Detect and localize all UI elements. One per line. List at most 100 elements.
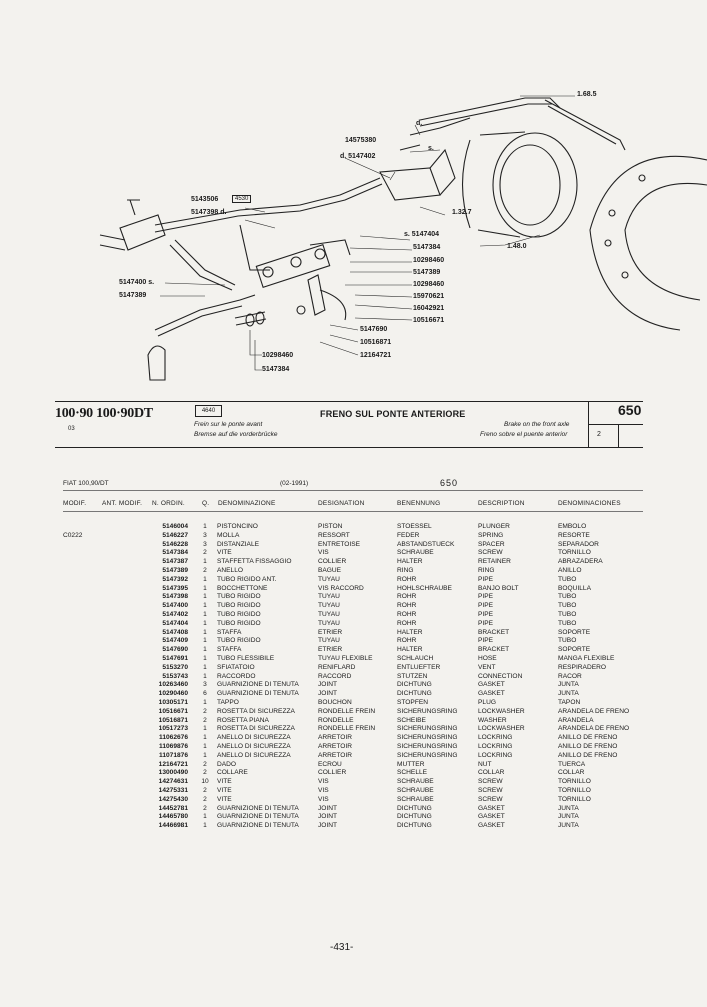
cell-name-fr: RONDELLE xyxy=(318,716,354,724)
cell-name-de: SICHERUNGSRING xyxy=(397,725,458,733)
cell-quantity: 1 xyxy=(203,751,207,759)
cell-name-de: HALTER xyxy=(397,628,423,636)
cell-part-number: 5147392 xyxy=(162,575,188,583)
callout-label: 5147690 xyxy=(360,326,388,333)
cell-name-it: MOLLA xyxy=(217,531,240,539)
cell-name-de: RING xyxy=(397,566,414,574)
callout-label: 10298460 xyxy=(413,257,445,264)
brake-line-diagram xyxy=(99,95,707,381)
cell-name-it: STAFFA xyxy=(217,628,242,636)
cell-quantity: 1 xyxy=(203,646,207,654)
cell-name-de: DICHTUNG xyxy=(397,681,432,689)
cell-name-en: PIPE xyxy=(478,593,494,601)
col-header-modif: MODIF. xyxy=(63,500,87,507)
cell-name-it: TUBO RIGIDO xyxy=(217,637,261,645)
cell-part-number: 5147408 xyxy=(162,628,188,636)
cell-quantity: 3 xyxy=(203,681,207,689)
cell-name-en: GASKET xyxy=(478,813,505,821)
title-spanish: Freno sobre el puente anterior xyxy=(480,431,568,438)
cell-name-en: PLUG xyxy=(478,698,496,706)
callout-label: 1.48.0 xyxy=(507,243,527,250)
table-model: FIAT 100,90/DT xyxy=(63,480,109,487)
cell-name-es: RACOR xyxy=(558,672,582,680)
cell-name-fr: TUYAU FLEXIBLE xyxy=(318,654,373,662)
cell-name-de: HALTER xyxy=(397,646,423,654)
cell-name-en: PIPE xyxy=(478,610,494,618)
cell-name-fr: ENTRETOISE xyxy=(318,540,361,548)
cell-name-de: SCHRAUBE xyxy=(397,549,434,557)
cell-name-en: CONNECTION xyxy=(478,672,523,680)
cell-quantity: 1 xyxy=(203,593,207,601)
cell-quantity: 10 xyxy=(201,778,209,786)
cell-name-en: GASKET xyxy=(478,681,505,689)
cell-name-it: ANELLO DI SICUREZZA xyxy=(217,751,291,759)
cell-name-it: TUBO RIGIDO xyxy=(217,619,261,627)
cell-name-es: COLLAR xyxy=(558,769,585,777)
brake-distributor xyxy=(255,244,331,288)
cell-name-fr: ARRETOIR xyxy=(318,742,352,750)
callout-label: s. 5147404 xyxy=(404,231,440,238)
cell-name-it: DADO xyxy=(217,760,237,768)
cell-name-it: PISTONCINO xyxy=(217,523,258,530)
cell-name-en: SCREW xyxy=(478,786,503,794)
cell-quantity: 1 xyxy=(203,602,207,610)
cell-name-en: HOSE xyxy=(478,654,497,662)
cell-name-it: TUBO RIGIDO xyxy=(217,610,261,618)
col-header-denominazione: DENOMINAZIONE xyxy=(218,500,276,507)
cell-name-es: TAPON xyxy=(558,698,581,706)
cell-name-de: SCHLAUCH xyxy=(397,654,434,662)
page-number: -431- xyxy=(330,942,354,953)
cell-name-de: SICHERUNGSRING xyxy=(397,751,458,759)
cell-name-de: ENTLUEFTER xyxy=(397,663,441,671)
cell-name-de: ROHR xyxy=(397,610,417,618)
title-german: Bremse auf die vorderbrücke xyxy=(194,431,278,438)
table-rule xyxy=(63,511,643,512)
cell-name-de: HOHLSCHRAUBE xyxy=(397,584,452,592)
cell-part-number: 13000490 xyxy=(158,769,188,777)
cell-part-number: 10305171 xyxy=(158,698,188,706)
cell-name-it: VITE xyxy=(217,778,232,786)
cell-name-es: TUBO xyxy=(558,593,577,601)
cell-name-it: RACCORDO xyxy=(217,672,256,680)
cell-part-number: 5147387 xyxy=(162,558,188,566)
cell-name-fr: RACCORD xyxy=(318,672,352,680)
cell-quantity: 1 xyxy=(203,813,207,821)
cell-part-number: 5147400 xyxy=(162,602,188,610)
col-header-ant-modif: ANT. MODIF. xyxy=(102,500,143,507)
cell-name-de: DICHTUNG xyxy=(397,822,432,830)
callout-label: 1.32.7 xyxy=(452,209,472,216)
cell-part-number: 5146004 xyxy=(162,523,188,530)
cell-name-fr: VIS xyxy=(318,795,329,803)
table-rule xyxy=(63,490,643,491)
cell-part-number: 5153743 xyxy=(162,672,188,680)
cell-name-fr: PISTON xyxy=(318,523,343,530)
cell-part-number: 14275331 xyxy=(158,786,188,794)
cell-name-en: COLLAR xyxy=(478,769,505,777)
cell-name-es: ANILLO DE FRENO xyxy=(558,734,618,742)
cell-name-es: ARANDELA DE FRENO xyxy=(558,707,630,715)
cell-part-number: 11062676 xyxy=(159,734,188,742)
cell-quantity: 1 xyxy=(203,663,207,671)
callout-label: 5147384 xyxy=(413,244,441,251)
cell-quantity: 1 xyxy=(203,628,207,636)
model-subcode: 03 xyxy=(68,426,75,432)
section-sheet: 2 xyxy=(597,431,601,438)
cell-quantity: 2 xyxy=(203,786,207,794)
callout-label: 12164721 xyxy=(360,352,392,359)
